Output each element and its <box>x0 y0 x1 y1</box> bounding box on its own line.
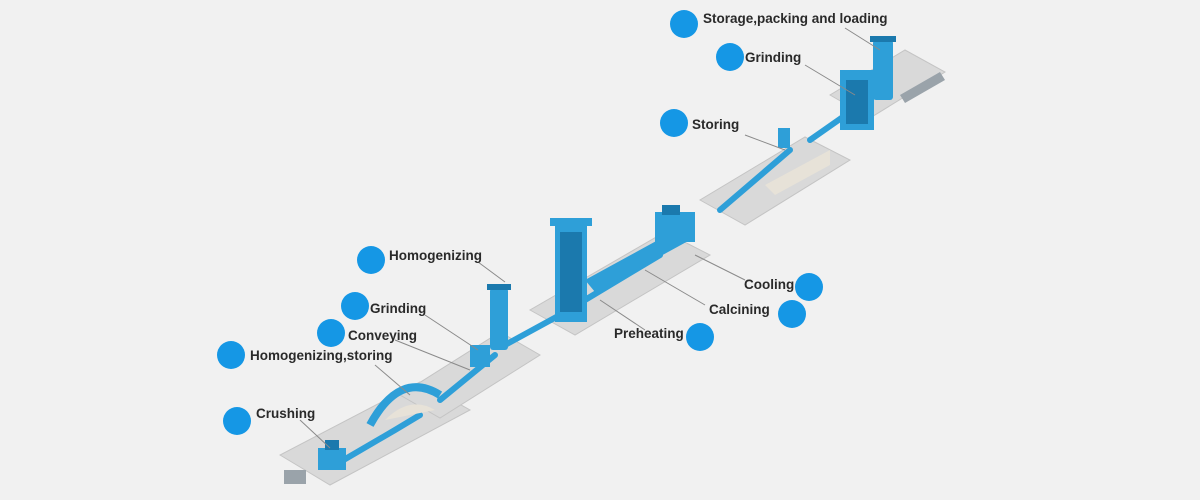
marker-conveying <box>317 319 345 347</box>
marker-grinding-left <box>341 292 369 320</box>
clinker-cooler <box>655 205 695 242</box>
homogenizing-silo <box>487 284 511 350</box>
marker-preheating <box>686 323 714 351</box>
marker-crushing <box>223 407 251 435</box>
marker-storage-packing-loading <box>670 10 698 38</box>
packing-silo <box>870 36 896 100</box>
label-preheating: Preheating <box>614 326 684 341</box>
crusher-unit <box>284 440 346 484</box>
marker-homogenizing <box>357 246 385 274</box>
marker-calcining <box>778 300 806 328</box>
marker-storing <box>660 109 688 137</box>
marker-grinding-top <box>716 43 744 71</box>
raw-mill <box>470 345 490 367</box>
preheater-tower <box>550 218 592 322</box>
label-grinding-left: Grinding <box>370 301 427 316</box>
clinker-storage <box>765 128 830 195</box>
label-calcining: Calcining <box>709 302 770 317</box>
label-cooling: Cooling <box>744 277 795 292</box>
label-homogenizing-storing: Homogenizing,storing <box>250 348 393 363</box>
label-homogenizing: Homogenizing <box>389 248 482 263</box>
label-grinding-top: Grinding <box>745 50 802 65</box>
leader-lines <box>299 27 881 449</box>
label-storing: Storing <box>692 117 740 132</box>
truck <box>900 72 945 103</box>
label-conveying: Conveying <box>348 328 418 343</box>
stockpile-arch <box>366 383 443 427</box>
rotary-kiln <box>585 228 690 292</box>
marker-cooling <box>795 273 823 301</box>
label-storage-packing-loading: Storage,packing and loading <box>703 11 888 26</box>
marker-homogenizing-storing <box>217 341 245 369</box>
cement-mill <box>840 70 874 130</box>
label-crushing: Crushing <box>256 406 316 421</box>
